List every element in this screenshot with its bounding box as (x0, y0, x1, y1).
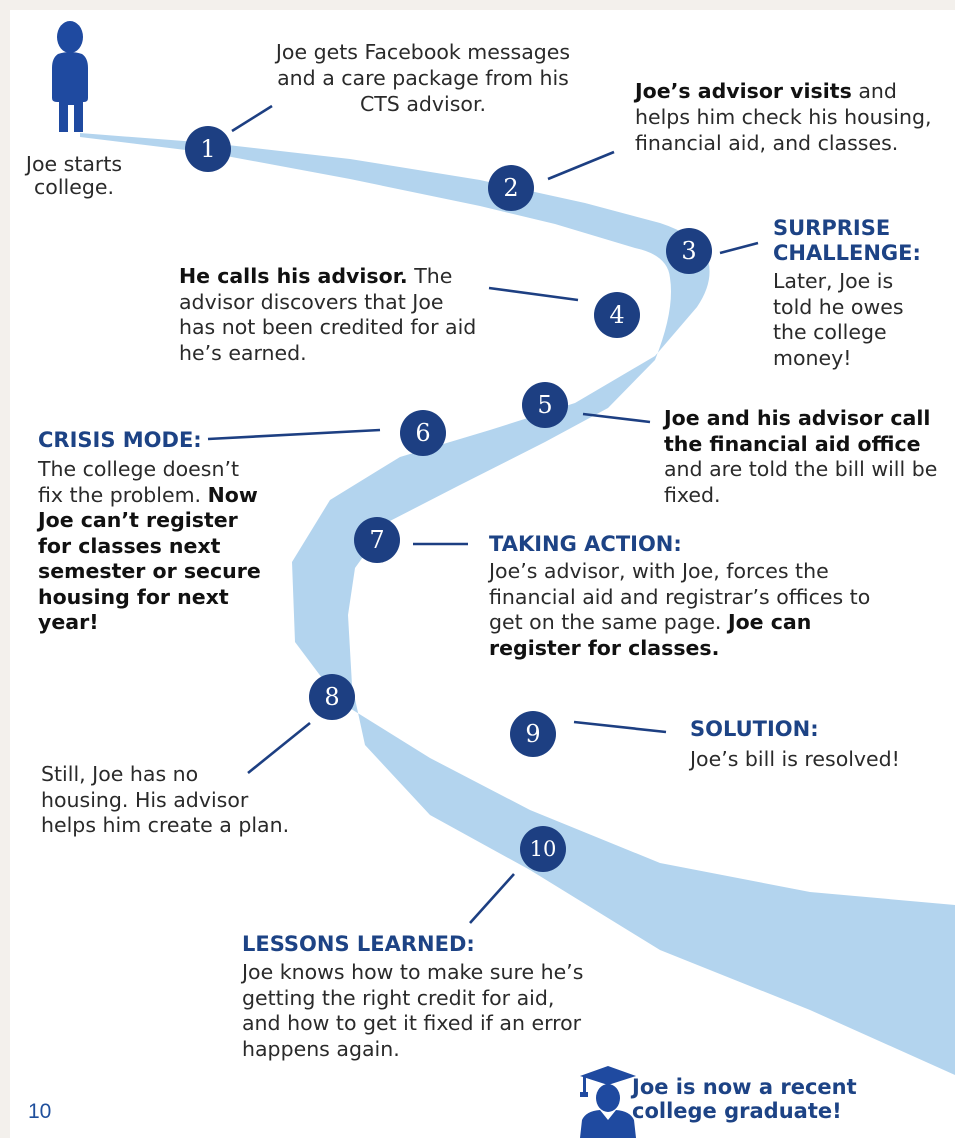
step-9-text: Joe’s bill is resolved! (690, 747, 900, 771)
step-7-text: Joe’s advisor, with Joe, forces the fina… (489, 559, 889, 661)
step-6-text: The college doesn’t fix the problem. Now… (38, 457, 268, 636)
step-badge-4: 4 (594, 292, 640, 338)
step-6-heading: CRISIS MODE: (38, 428, 202, 452)
step-badge-9: 9 (510, 711, 556, 757)
step-3-heading: SURPRISE CHALLENGE: (773, 216, 921, 265)
leader-lines (207, 104, 759, 924)
step-2-text: Joe’s advisor visits and helps him check… (635, 78, 950, 156)
step-7-bold: Joe can register for classes. (489, 610, 812, 660)
page-number: 10 (28, 1100, 52, 1123)
leader-line-8 (247, 721, 311, 775)
step-6-body: The college doesn’t fix the problem. (38, 457, 239, 507)
step-badge-5: 5 (522, 382, 568, 428)
infographic-page: Joe starts college. 1 2 3 4 5 6 7 8 9 10… (10, 10, 955, 1138)
step-badge-10: 10 (520, 826, 566, 872)
step-4-lead: He calls his advisor. (179, 264, 408, 288)
leader-line-3 (719, 241, 759, 255)
leader-line-1 (231, 104, 273, 133)
step-7-heading: TAKING ACTION: (489, 532, 682, 556)
step-4-body: The advisor discovers that Joe has not b… (179, 264, 477, 365)
step-10-text: Joe knows how to make sure he’s getting … (242, 960, 584, 1061)
step-badge-1: 1 (185, 126, 231, 172)
graduate-figure-icon (580, 1066, 636, 1138)
leader-line-2 (547, 150, 615, 181)
step-badge-8: 8 (309, 674, 355, 720)
step-5-body: and are told the bill will be fixed. (664, 457, 938, 507)
step-8-text: Still, Joe has no housing. His advisor h… (41, 762, 290, 837)
step-7-body: Joe’s advisor, with Joe, forces the fina… (489, 559, 871, 634)
step-badge-2: 2 (488, 165, 534, 211)
step-2-body: and helps him check his housing, financi… (635, 79, 932, 155)
step-5-text: Joe and his advisor call the financial a… (664, 406, 949, 508)
leader-line-5 (582, 412, 651, 424)
step-6-bold: Now Joe can’t register for classes next … (38, 482, 261, 635)
leader-line-10 (469, 873, 515, 924)
step-10-heading: LESSONS LEARNED: (242, 932, 475, 956)
student-figure-icon (52, 21, 88, 132)
step-3-text: Later, Joe is told he owes the college m… (773, 269, 904, 370)
step-2-lead: Joe’s advisor visits (635, 79, 852, 103)
road-path (52, 21, 955, 1138)
step-4-text: He calls his advisor. The advisor discov… (179, 264, 479, 366)
start-caption: Joe starts college. (25, 152, 123, 199)
leader-line-4 (488, 286, 579, 302)
step-1-text: Joe gets Facebook messages and a care pa… (275, 40, 571, 116)
leader-line-6 (207, 428, 381, 441)
step-badge-6: 6 (400, 410, 446, 456)
graduate-caption: Joe is now a recent college graduate! (632, 1075, 857, 1123)
road-band (80, 133, 955, 1075)
step-9-heading: SOLUTION: (690, 717, 819, 741)
step-5-lead: Joe and his advisor call the financial a… (664, 406, 931, 456)
leader-line-9 (573, 720, 667, 734)
step-badge-7: 7 (354, 517, 400, 563)
step-badge-3: 3 (666, 228, 712, 274)
